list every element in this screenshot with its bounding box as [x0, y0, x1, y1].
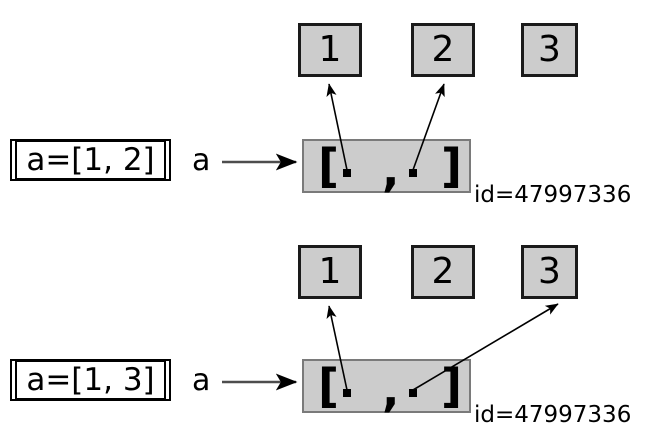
list-open-bracket: [ [318, 359, 340, 413]
value-box-label: 2 [431, 29, 455, 70]
value-box-bottom-3: 3 [521, 245, 578, 299]
value-box-label: 2 [431, 251, 455, 292]
value-box-top-1: 1 [298, 23, 362, 77]
list-close-bracket: ] [441, 359, 463, 413]
list-close-bracket: ] [441, 139, 463, 193]
value-box-label: 3 [538, 29, 561, 70]
list-comma: , [382, 363, 400, 417]
variable-label-top: a [192, 143, 211, 178]
list-object-bottom: [ , ] [302, 359, 471, 413]
list-open-bracket: [ [318, 139, 340, 193]
code-box-bottom: a=[1, 3] [10, 359, 171, 401]
code-box-top: a=[1, 2] [10, 139, 171, 181]
value-box-bottom-2: 2 [411, 245, 475, 299]
code-box-text: a=[1, 2] [15, 140, 166, 180]
object-id-label-bottom: id=47997336 [474, 402, 632, 428]
object-id-label-top: id=47997336 [474, 182, 632, 208]
code-box-text: a=[1, 3] [15, 360, 166, 400]
value-box-label: 1 [318, 29, 342, 70]
value-box-label: 3 [538, 251, 561, 292]
value-box-top-3: 3 [521, 23, 578, 77]
value-box-top-2: 2 [411, 23, 475, 77]
list-object-top: [ , ] [302, 139, 471, 193]
value-box-label: 1 [318, 251, 342, 292]
value-box-bottom-1: 1 [298, 245, 362, 299]
variable-label-bottom: a [192, 363, 211, 398]
list-comma: , [382, 143, 400, 197]
